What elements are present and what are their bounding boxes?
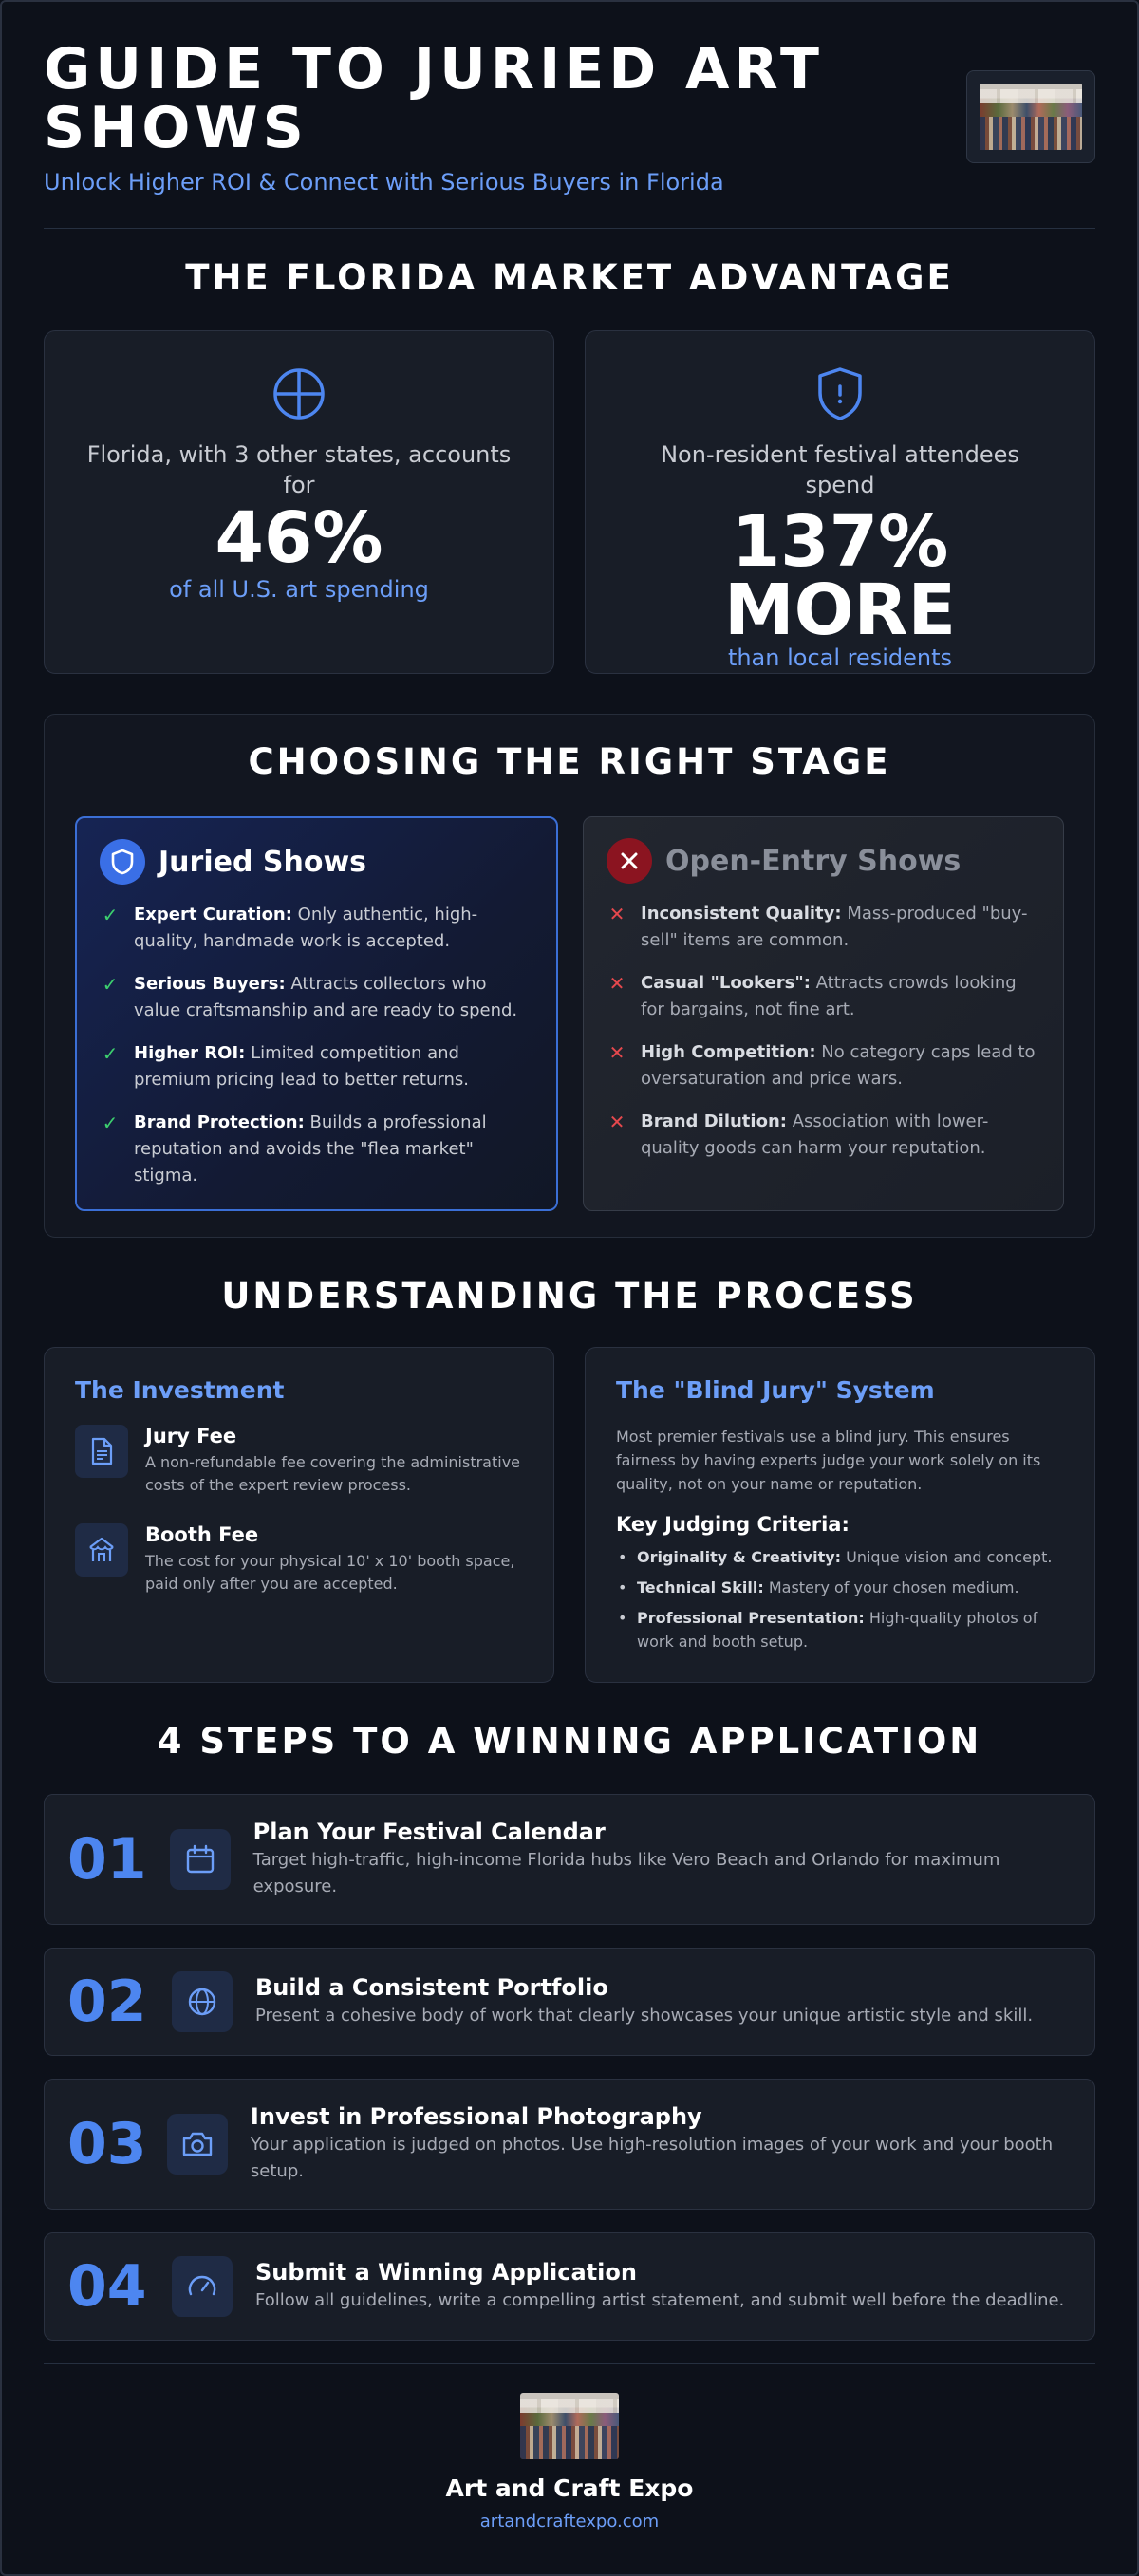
fee-name: Jury Fee bbox=[145, 1425, 237, 1447]
process-section-title: UNDERSTANDING THE PROCESS bbox=[221, 1276, 918, 1316]
fee-name: Booth Fee bbox=[145, 1523, 259, 1546]
shield-badge bbox=[100, 839, 145, 885]
process-cards: The Investment Jury Fee A non-refundable… bbox=[44, 1347, 1095, 1683]
step-title: Plan Your Festival Calendar bbox=[252, 1819, 606, 1845]
stat-card-nonresident: Non-resident festival attendees spend 13… bbox=[585, 330, 1095, 674]
jury-fee-row: Jury Fee A non-refundable fee covering t… bbox=[75, 1425, 523, 1497]
booth-fee-row: Booth Fee The cost for your physical 10'… bbox=[75, 1523, 523, 1596]
list-item: ✓Brand Protection: Builds a professional… bbox=[100, 1110, 533, 1189]
list-item: Originality & Creativity: Unique vision … bbox=[616, 1545, 1064, 1569]
cross-icon: ✕ bbox=[608, 1041, 626, 1064]
list-item: Professional Presentation: High-quality … bbox=[616, 1606, 1064, 1653]
step-title: Submit a Winning Application bbox=[255, 2259, 637, 2286]
step-description: Follow all guidelines, write a compellin… bbox=[255, 2290, 1065, 2310]
brand-url[interactable]: artandcraftexpo.com bbox=[479, 2511, 660, 2531]
step-card: 01 Plan Your Festival Calendar Target hi… bbox=[44, 1794, 1095, 1925]
header-text: GUIDE TO JURIED ART SHOWS Unlock Higher … bbox=[44, 40, 879, 196]
juried-benefits-list: ✓Expert Curation: Only authentic, high-q… bbox=[100, 902, 533, 1189]
investment-card: The Investment Jury Fee A non-refundable… bbox=[44, 1347, 554, 1683]
stat-tail: of all U.S. art spending bbox=[169, 576, 429, 603]
stat-tail: than local residents bbox=[727, 644, 953, 671]
stat-value: 46% bbox=[215, 497, 383, 579]
market-section-title: THE FLORIDA MARKET ADVANTAGE bbox=[185, 257, 954, 298]
document-icon bbox=[91, 1437, 113, 1465]
list-item: ✓Higher ROI: Limited competition and pre… bbox=[100, 1040, 533, 1093]
stage-name: Open-Entry Shows bbox=[665, 844, 962, 878]
calendar-icon bbox=[186, 1844, 214, 1874]
stat-lead: Non-resident festival attendees spend bbox=[661, 441, 1019, 498]
check-icon: ✓ bbox=[102, 904, 119, 926]
footer-festival-photo bbox=[520, 2393, 619, 2459]
investment-heading: The Investment bbox=[75, 1376, 285, 1404]
fee-description: A non-refundable fee covering the admini… bbox=[145, 1453, 521, 1494]
close-icon bbox=[621, 852, 638, 869]
list-item: ✕High Competition: No category caps lead… bbox=[607, 1039, 1040, 1092]
check-icon: ✓ bbox=[102, 1111, 119, 1134]
list-item: ✓Serious Buyers: Attracts collectors who… bbox=[100, 971, 533, 1024]
list-item: Technical Skill: Mastery of your chosen … bbox=[616, 1576, 1064, 1599]
criteria-list: Originality & Creativity: Unique vision … bbox=[616, 1545, 1064, 1653]
stage-section-title: CHOOSING THE RIGHT STAGE bbox=[248, 741, 891, 782]
blind-jury-intro: Most premier festivals use a blind jury.… bbox=[616, 1428, 1041, 1493]
globe-icon bbox=[188, 1988, 216, 2016]
step-card: 04 Submit a Winning Application Follow a… bbox=[44, 2232, 1095, 2341]
stage-comparison: Juried Shows ✓Expert Curation: Only auth… bbox=[75, 816, 1064, 1211]
fee-description: The cost for your physical 10' x 10' boo… bbox=[145, 1552, 515, 1593]
booth-tent-icon bbox=[89, 1537, 114, 1561]
footer-divider bbox=[44, 2363, 1095, 2364]
open-entry-shows-card: Open-Entry Shows ✕Inconsistent Quality: … bbox=[583, 816, 1064, 1211]
page-subtitle: Unlock Higher ROI & Connect with Serious… bbox=[44, 169, 724, 196]
open-entry-drawbacks-list: ✕Inconsistent Quality: Mass-produced "bu… bbox=[607, 901, 1040, 1162]
step-description: Present a cohesive body of work that cle… bbox=[255, 2006, 1034, 2025]
step-number: 04 bbox=[67, 2253, 147, 2320]
shield-icon bbox=[111, 849, 134, 875]
check-icon: ✓ bbox=[102, 1042, 119, 1065]
blind-jury-card: The "Blind Jury" System Most premier fes… bbox=[585, 1347, 1095, 1683]
shield-alert-icon bbox=[818, 367, 862, 420]
crosshair-globe-icon bbox=[273, 368, 325, 420]
steps-section-title: 4 STEPS TO A WINNING APPLICATION bbox=[157, 1721, 982, 1762]
step-number: 01 bbox=[67, 1826, 147, 1893]
header-image-frame bbox=[966, 70, 1095, 163]
header: GUIDE TO JURIED ART SHOWS Unlock Higher … bbox=[44, 2, 1095, 196]
list-item: ✕Casual "Lookers": Attracts crowds looki… bbox=[607, 970, 1040, 1023]
stat-lead: Florida, with 3 other states, accounts f… bbox=[86, 441, 512, 498]
criteria-title: Key Judging Criteria: bbox=[616, 1513, 850, 1536]
step-description: Your application is judged on photos. Us… bbox=[250, 2135, 1054, 2181]
cross-icon: ✕ bbox=[608, 1111, 626, 1133]
stage-name: Juried Shows bbox=[159, 845, 367, 879]
page-title: GUIDE TO JURIED ART SHOWS bbox=[44, 36, 824, 161]
cross-badge bbox=[607, 838, 652, 884]
cross-icon: ✕ bbox=[608, 903, 626, 925]
step-description: Target high-traffic, high-income Florida… bbox=[252, 1850, 1000, 1896]
brand-name: Art and Craft Expo bbox=[445, 2474, 694, 2502]
stat-card-spending: Florida, with 3 other states, accounts f… bbox=[44, 330, 554, 674]
step-number: 03 bbox=[67, 2111, 147, 2177]
step-title: Build a Consistent Portfolio bbox=[255, 1974, 608, 2001]
camera-icon bbox=[182, 2132, 213, 2156]
steps-list: 01 Plan Your Festival Calendar Target hi… bbox=[44, 1794, 1095, 2341]
gauge-icon bbox=[188, 2275, 216, 2296]
step-title: Invest in Professional Photography bbox=[250, 2103, 702, 2130]
stage-panel: CHOOSING THE RIGHT STAGE Juried Shows ✓E… bbox=[44, 714, 1095, 1238]
juried-shows-card: Juried Shows ✓Expert Curation: Only auth… bbox=[75, 816, 558, 1211]
list-item: ✓Expert Curation: Only authentic, high-q… bbox=[100, 902, 533, 955]
check-icon: ✓ bbox=[102, 973, 119, 996]
footer: Art and Craft Expo artandcraftexpo.com bbox=[44, 2364, 1095, 2531]
step-card: 03 Invest in Professional Photography Yo… bbox=[44, 2079, 1095, 2210]
step-card: 02 Build a Consistent Portfolio Present … bbox=[44, 1948, 1095, 2056]
step-number: 02 bbox=[67, 1969, 147, 2035]
festival-photo bbox=[980, 84, 1082, 150]
market-stats: Florida, with 3 other states, accounts f… bbox=[44, 330, 1095, 674]
cross-icon: ✕ bbox=[608, 972, 626, 995]
header-divider bbox=[44, 228, 1095, 229]
blind-jury-heading: The "Blind Jury" System bbox=[616, 1376, 935, 1404]
stat-value: 137% MORE bbox=[723, 501, 957, 651]
list-item: ✕Brand Dilution: Association with lower-… bbox=[607, 1109, 1040, 1162]
list-item: ✕Inconsistent Quality: Mass-produced "bu… bbox=[607, 901, 1040, 954]
